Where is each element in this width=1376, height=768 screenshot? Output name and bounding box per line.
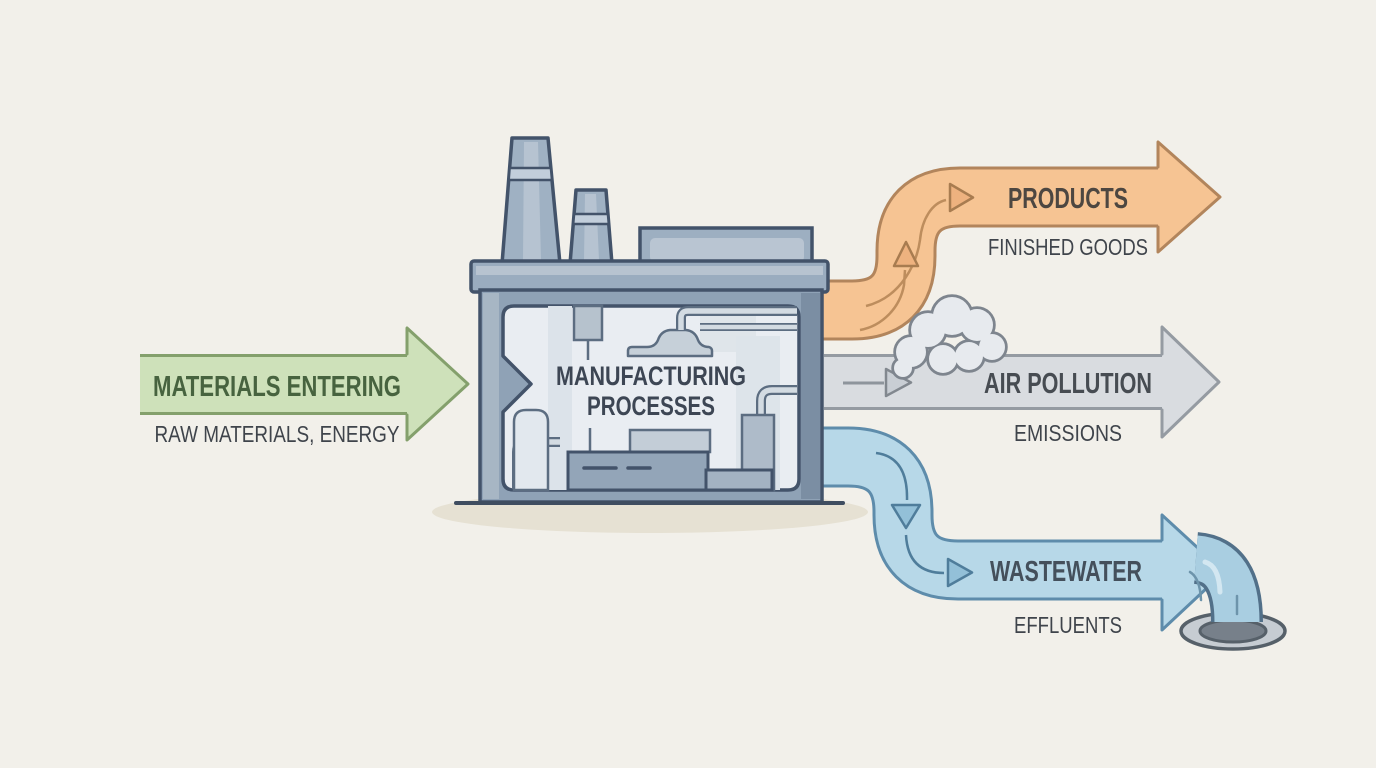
air-arrow-head: [1162, 327, 1219, 437]
pipe-highlight: [1202, 559, 1223, 595]
products-flow-guide: [865, 198, 947, 308]
wastewater-flow-guide-2: [904, 534, 945, 575]
factory-cornice-highlight: [476, 266, 823, 275]
wastewater-sublabel: EFFLUENTS: [1014, 612, 1122, 638]
input-arrow-label: MATERIALS ENTERING: [153, 371, 401, 403]
wastewater-arrow: WASTEWATER EFFLUENTS: [822, 426, 1226, 638]
drain-pipe-icon: [1179, 532, 1287, 651]
input-arrow-head-outline: [405, 326, 470, 442]
air-arrow-head-outline: [1160, 325, 1221, 439]
input-arrow-head: [407, 328, 468, 440]
process-label-line2: PROCESSES: [587, 391, 715, 421]
air-pollution-arrow: AIR POLLUTION EMISSIONS: [824, 294, 1221, 446]
input-arrow: MATERIALS ENTERING RAW MATERIALS, ENERGY: [140, 326, 470, 447]
products-label: PRODUCTS: [1008, 183, 1128, 215]
wastewater-down-arrowhead-icon: [890, 503, 922, 530]
wastewater-right-arrowhead-icon: [946, 557, 974, 588]
process-label-line1: MANUFACTURING: [556, 361, 746, 391]
factory-cornice: [469, 259, 830, 294]
products-arrow: PRODUCTS FINISHED GOODS: [822, 140, 1222, 341]
products-flow-up-arrowhead-icon: [892, 240, 920, 268]
wastewater-head: [1162, 515, 1224, 630]
wastewater-label: WASTEWATER: [990, 556, 1142, 588]
factory-icon: MANUFACTURING PROCESSES: [454, 136, 845, 505]
products-arrow-head: [1158, 142, 1220, 252]
drain-hole: [1198, 618, 1268, 644]
products-sublabel: FINISHED GOODS: [988, 234, 1148, 260]
wastewater-flow-guide: [875, 451, 909, 501]
products-flow-arrowhead-icon: [948, 182, 975, 213]
machinery-schematic-icon: [512, 304, 797, 492]
rooftop-unit: [638, 226, 814, 266]
chimney-small-icon: [568, 188, 614, 266]
factory-wall-shade: [801, 293, 820, 499]
air-pollution-label: AIR POLLUTION: [984, 368, 1152, 400]
chimney-large-icon: [500, 136, 562, 266]
air-pollution-sublabel: EMISSIONS: [1014, 420, 1122, 446]
products-arrow-head-outline: [1156, 140, 1222, 254]
products-flow-guide-2: [859, 269, 907, 332]
factory-wall-highlight: [483, 293, 499, 499]
pipe-detail-line: [1188, 570, 1203, 602]
input-arrow-sublabel: RAW MATERIALS, ENERGY: [155, 421, 400, 447]
smoke-cloud-icon: [891, 294, 1008, 380]
